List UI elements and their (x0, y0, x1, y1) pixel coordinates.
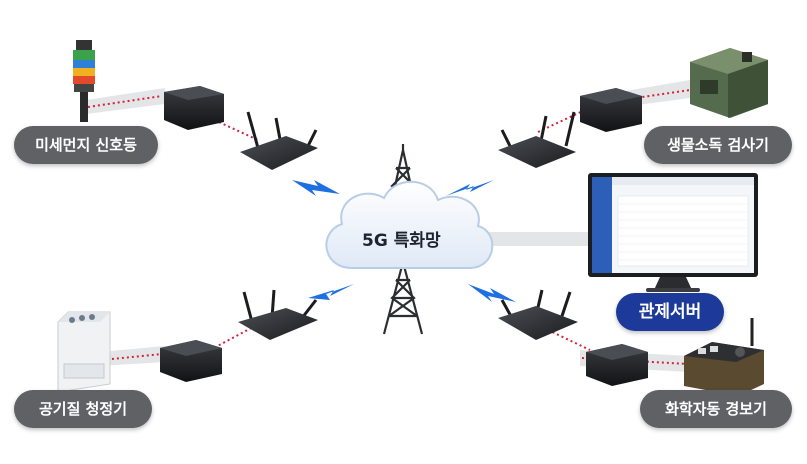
gateway-box-icon (164, 86, 224, 130)
gateway-box-icon (580, 88, 642, 132)
air-purifier-cabinet-icon (57, 311, 111, 393)
network-label: 5G 특화망 (362, 231, 441, 251)
server-label: 관제서버 (616, 293, 724, 331)
gateway-box-icon (160, 340, 222, 382)
router-icon (498, 289, 578, 340)
device-label-chemical-alarm: 화학자동 경보기 (640, 390, 792, 428)
router-icon (240, 111, 318, 170)
signal-bolt-icons (292, 180, 516, 302)
device-label-air-purifier: 공기질 청정기 (14, 390, 152, 428)
server-monitor-icon (588, 173, 758, 292)
router-icon (238, 289, 318, 340)
device-label-bio-inspector: 생물소독 검사기 (644, 126, 792, 164)
cloud-icon (325, 180, 494, 269)
bio-disinfection-unit-icon (690, 48, 768, 118)
device-label-dust-signal: 미세먼지 신호등 (14, 126, 158, 164)
router-icon (498, 111, 576, 168)
gateway-box-icon (586, 344, 648, 386)
chemical-alarm-unit-icon (684, 318, 764, 396)
dust-signal-light-icon (73, 40, 95, 122)
